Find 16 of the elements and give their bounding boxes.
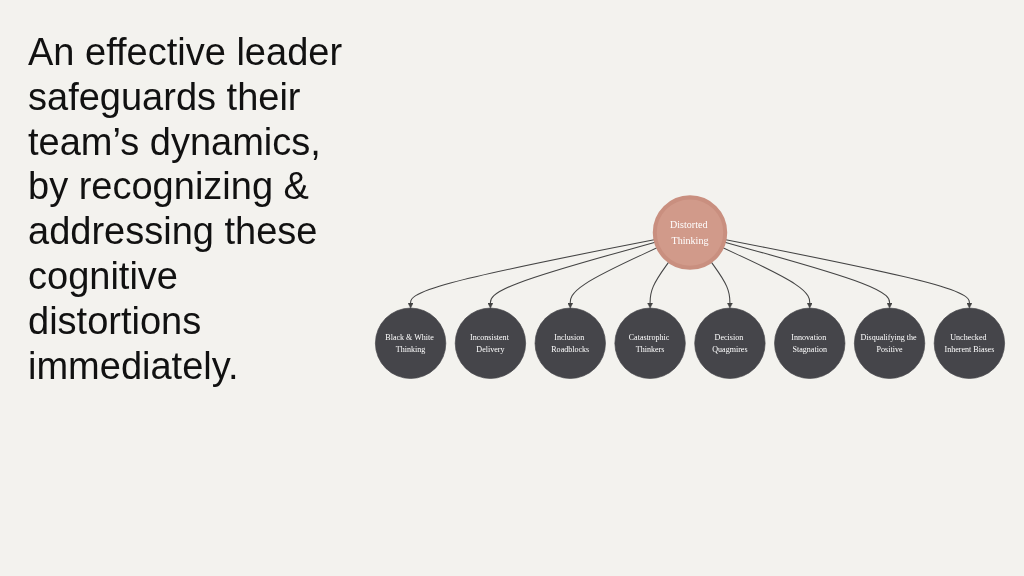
node-circle: Innovation Stagnation — [774, 307, 846, 379]
node-circle: Inclusion Roadblocks — [534, 307, 606, 379]
arrow — [723, 241, 893, 309]
node-circle: Black & White Thinking — [375, 307, 447, 379]
statement-text: An effective leader safeguards their team’s dynamics, by recognizing & addressing these cognitive distortions immediately. — [28, 30, 344, 389]
arrow — [710, 260, 733, 309]
node-circle: Decision Quagmires — [694, 307, 766, 379]
arrow — [721, 246, 813, 309]
node-circle: Disqualifying the Positive — [854, 307, 926, 379]
node-circle: Inconsistent Delivery — [454, 307, 526, 379]
arrow — [487, 241, 657, 309]
node-circle: Catastrophic Thinkers — [614, 307, 686, 379]
node-circle: Distorted Thinking — [652, 195, 728, 270]
node-circle: Unchecked Inherent Biases — [933, 307, 1005, 379]
arrow — [567, 246, 659, 309]
arrow — [647, 260, 670, 309]
